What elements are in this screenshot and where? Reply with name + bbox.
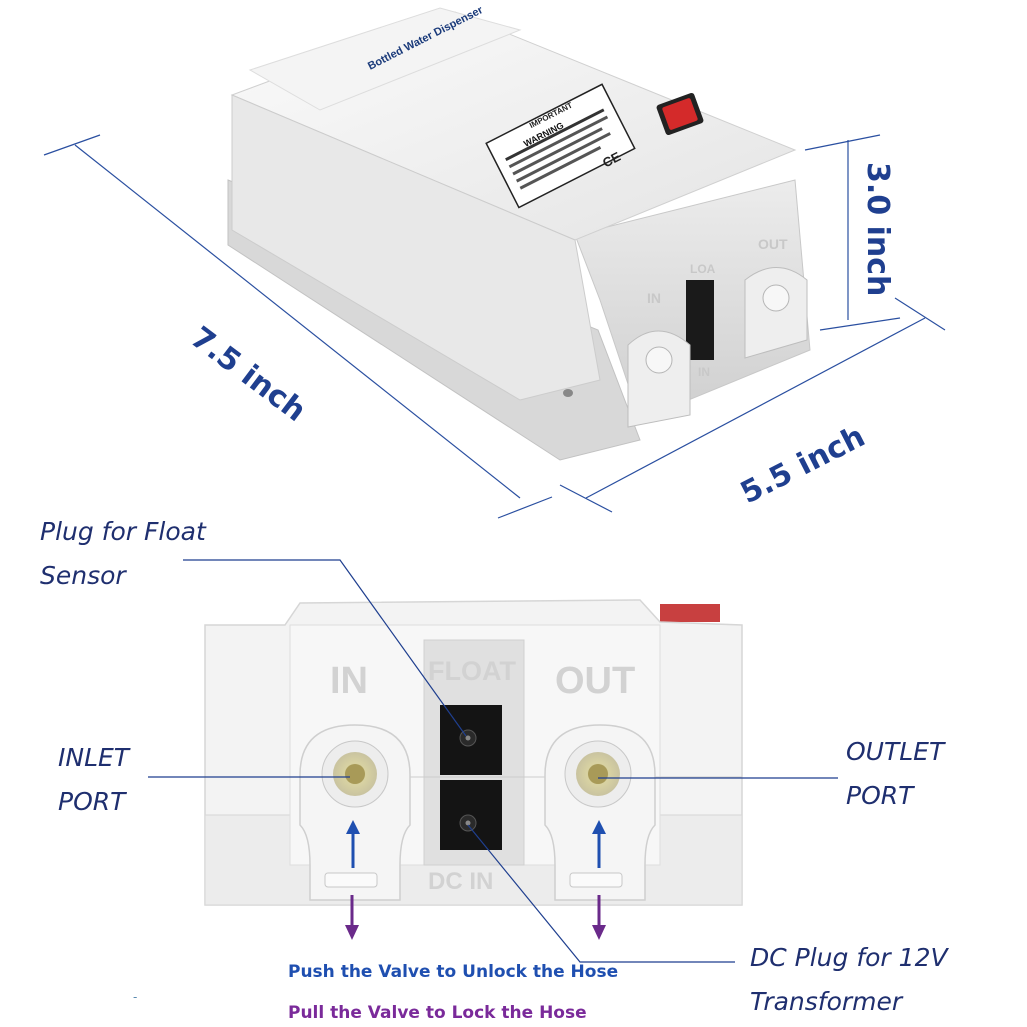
power-switch: [656, 92, 704, 136]
float-sensor-line2: Sensor: [40, 561, 126, 590]
mounting-hole: [563, 389, 573, 397]
unit-perspective-view: [227, 7, 811, 461]
dimension-lines: [43, 134, 946, 519]
inlet-port-clip: [299, 724, 411, 901]
top-view-out-text: OUT: [758, 236, 788, 252]
unit-top-ridge: [248, 7, 522, 111]
dim-height-label: 3.0 inch: [860, 162, 895, 297]
dim-length-tick-end: [497, 496, 553, 519]
outlet-line2: PORT: [846, 781, 914, 810]
front-float-text: FLOAT: [428, 656, 516, 686]
dim-length-tick-start: [43, 134, 101, 156]
front-dc-in-text: DC IN: [428, 868, 494, 895]
dim-width-line: [585, 317, 926, 499]
outlet-callout: OUTLET PORT: [846, 730, 944, 818]
top-view-in-text: IN: [647, 290, 661, 306]
connector-block-top-view: [686, 280, 714, 360]
dc-in-jack: [440, 780, 502, 850]
dim-height-tick-start: [804, 134, 881, 151]
inlet-valve-tab: [324, 872, 378, 888]
outlet-valve-tab: [569, 872, 623, 888]
stray-mark: -: [133, 990, 138, 1004]
float-sensor-line1: Plug for Float: [40, 517, 206, 546]
outlet-port-top-view: [744, 267, 808, 359]
pull-note: Pull the Valve to Lock the Hose: [288, 1003, 587, 1023]
front-in-text: IN: [330, 660, 368, 702]
power-switch-peek: [660, 604, 720, 622]
dim-width-tick-end: [894, 297, 946, 331]
dc-plug-line2: Transformer: [750, 987, 903, 1016]
dc-plug-line1: DC Plug for 12V: [750, 943, 948, 972]
dc-plug-callout: DC Plug for 12V Transformer: [750, 936, 948, 1024]
front-out-text: OUT: [555, 660, 636, 702]
float-sensor-callout: Plug for Float Sensor: [40, 510, 206, 598]
push-arrows: [346, 820, 606, 868]
outlet-port-clip: [544, 724, 656, 901]
unit-front-face: [231, 94, 601, 401]
float-leader: [183, 559, 467, 737]
top-view-float-text: LOA: [690, 262, 716, 276]
inlet-line1: INLET: [58, 743, 130, 772]
inlet-callout: INLET PORT: [58, 736, 129, 824]
dim-length-line: [74, 144, 521, 499]
top-view-dc-text: IN: [698, 365, 710, 379]
unit-front-view: [204, 599, 743, 940]
inlet-port-top-view: [627, 330, 691, 428]
push-note: Push the Valve to Unlock the Hose: [288, 962, 619, 982]
dim-height-tick-end: [819, 317, 901, 331]
warning-label: [485, 83, 636, 209]
callout-leaders: [148, 559, 838, 963]
float-sensor-jack: [440, 705, 502, 775]
dc-leader: [467, 824, 735, 963]
dim-width-tick-start: [559, 484, 613, 513]
outlet-line1: OUTLET: [846, 737, 945, 766]
pull-arrows: [345, 895, 606, 940]
inlet-line2: PORT: [58, 787, 126, 816]
